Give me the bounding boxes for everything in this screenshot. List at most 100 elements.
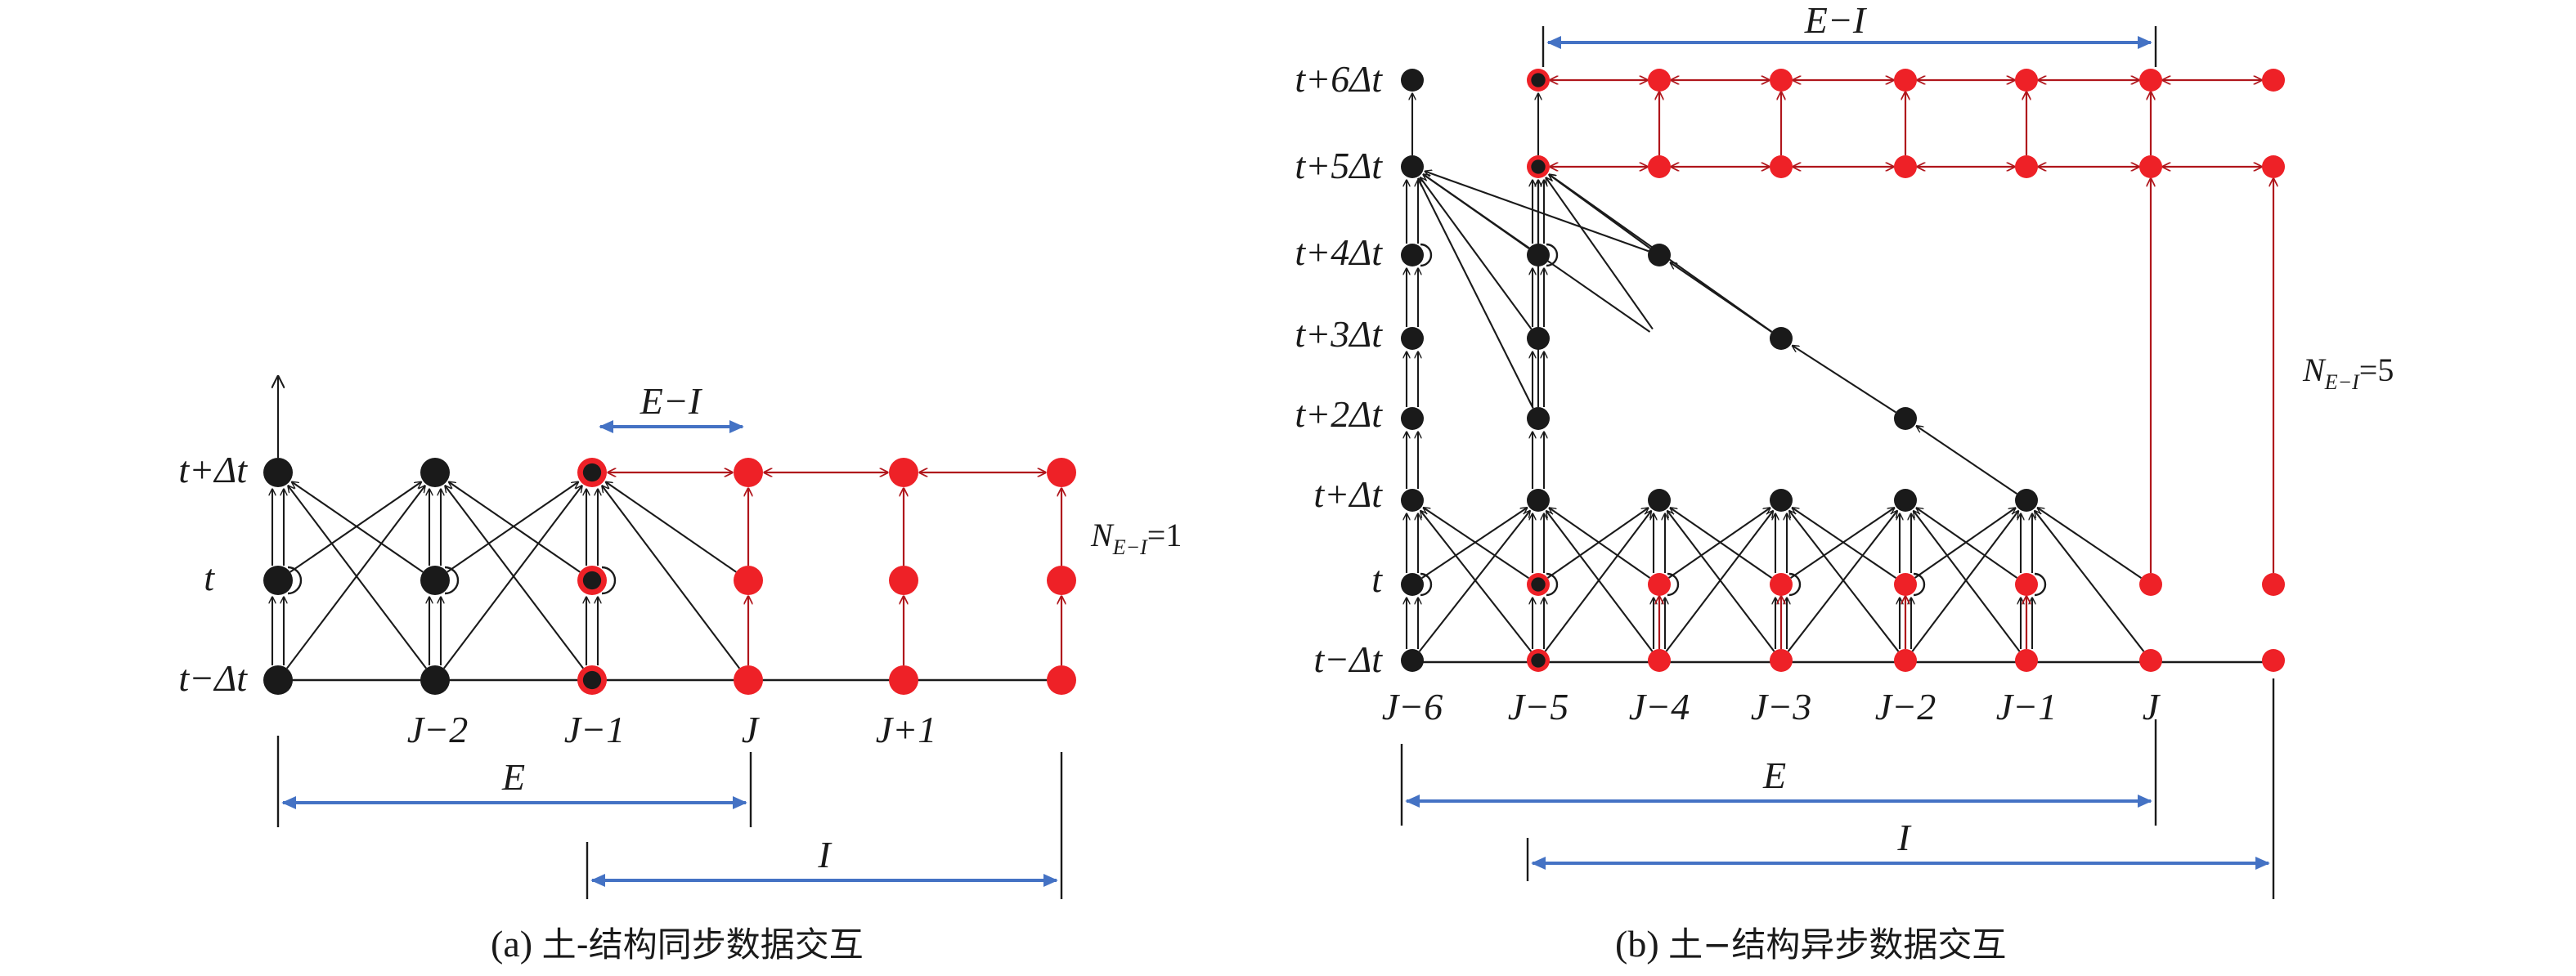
caption-a: (a) 土-结构同步数据交互: [491, 923, 864, 965]
self-loop: [601, 566, 617, 595]
node-black: [1401, 649, 1424, 672]
loops-b: [1420, 243, 2047, 597]
row-label-b-t6: t+6Δt: [1295, 58, 1383, 100]
row-label-b-t4: t+4Δt: [1295, 231, 1383, 273]
node-red: [1770, 155, 1793, 178]
dependency-arrow: [605, 481, 737, 573]
span-e-i-label-a: E−I: [640, 380, 703, 422]
dependency-arrow: [1544, 511, 1651, 652]
node-red: [1648, 573, 1671, 596]
node-core: [1531, 653, 1546, 668]
node-red: [1894, 649, 1917, 672]
node-black: [1527, 327, 1550, 350]
node-core: [582, 463, 602, 482]
node-black: [1401, 573, 1424, 596]
node-red: [734, 665, 763, 695]
row-label-b-t2: t+2Δt: [1295, 393, 1383, 435]
node-red: [1770, 69, 1793, 92]
node-red: [889, 665, 918, 695]
node-red: [1047, 566, 1076, 595]
col-label-b-j: J: [2143, 686, 2161, 728]
self-loop: [1420, 572, 1433, 597]
col-label-a-j-1: J−1: [564, 709, 625, 750]
node-red: [2139, 649, 2162, 672]
node-black: [1401, 327, 1424, 350]
span-e-label-b: E: [1762, 754, 1786, 796]
dependency-arrow: [1911, 511, 2018, 652]
col-label-b-j-3: J−3: [1751, 686, 1811, 728]
dependency-arrow: [1418, 511, 1530, 652]
caption-a-prefix: (a): [491, 923, 542, 965]
n-e-i-value-b: =5: [2359, 351, 2394, 388]
node-black: [1770, 327, 1793, 350]
node-red: [1648, 69, 1671, 92]
node-red: [1894, 155, 1917, 178]
node-core: [1531, 73, 1546, 87]
self-loop: [1667, 572, 1680, 597]
node-black: [420, 458, 450, 487]
dependency-arrow: [1916, 426, 2017, 495]
node-black: [420, 665, 450, 695]
node-red: [2262, 69, 2285, 92]
span-e-label-a: E: [501, 756, 525, 798]
node-black: [1401, 244, 1424, 266]
links-a: [272, 376, 1061, 669]
node-red: [2139, 573, 2162, 596]
caption-b-text: 土−结构异步数据交互: [1668, 925, 2006, 965]
node-black: [1401, 69, 1424, 92]
node-red: [1047, 665, 1076, 695]
node-red: [1648, 649, 1671, 672]
node-red: [1894, 573, 1917, 596]
panel-a: t+Δt t t−Δt J−2 J−1 J J+1 E−I E I NE−I=1…: [178, 376, 1182, 965]
col-label-a-j-2: J−2: [407, 709, 468, 750]
node-red: [2139, 69, 2162, 92]
node-red: [1770, 649, 1793, 672]
node-black: [2015, 489, 2038, 512]
node-black: [1770, 489, 1793, 512]
node-black: [1648, 489, 1671, 512]
dependency-arrow: [1421, 508, 1528, 580]
row-label-a-mid: t: [204, 557, 215, 598]
self-loop: [1546, 243, 1559, 267]
dependency-arrow: [2037, 508, 2142, 580]
row-label-a-top: t+Δt: [178, 449, 248, 490]
dependency-arrow: [1787, 511, 1898, 652]
node-black: [1527, 244, 1550, 266]
col-label-a-j: J: [742, 709, 761, 750]
dependency-arrow: [1792, 346, 1896, 414]
node-red: [889, 458, 918, 487]
dependency-arrow: [1914, 508, 2015, 579]
node-black: [1527, 407, 1550, 430]
node-red: [734, 458, 763, 487]
node-red: [2015, 649, 2038, 672]
col-label-b-j-2: J−2: [1875, 686, 1936, 728]
dependency-arrow: [1790, 508, 1895, 580]
dependency-arrow: [1417, 178, 1534, 409]
node-red: [889, 566, 918, 595]
node-red: [2015, 69, 2038, 92]
col-label-b-j-1: J−1: [1996, 686, 2057, 728]
n-e-i-label-b: NE−I=5: [2302, 351, 2394, 394]
row-label-a-bot: t−Δt: [178, 657, 248, 699]
node-red: [2015, 155, 2038, 178]
node-black: [1648, 244, 1671, 266]
span-e-i-label-b: E−I: [1804, 0, 1868, 41]
panel-b: t+6Δt t+5Δt t+4Δt t+3Δt t+2Δt t+Δt t t−Δ…: [1295, 0, 2394, 965]
node-core: [582, 670, 602, 690]
dependency-arrow: [2035, 511, 2145, 652]
row-label-b-t1: t+Δt: [1313, 473, 1383, 515]
dependency-arrow: [1546, 177, 1654, 330]
col-label-a-j+1: J+1: [876, 709, 936, 750]
node-red: [1894, 69, 1917, 92]
col-label-b-j-4: J−4: [1629, 686, 1690, 728]
dependency-arrow: [447, 481, 579, 573]
node-black: [1401, 407, 1424, 430]
dependency-arrow: [1425, 171, 1649, 253]
span-i-label-a: I: [817, 834, 832, 875]
nodes-b: [1401, 69, 2285, 672]
dependency-arrow: [443, 486, 582, 669]
dependency-arrow: [1546, 508, 1648, 579]
loops-a: [287, 566, 617, 595]
caption-b: (b) 土−结构异步数据交互: [1615, 923, 2006, 965]
